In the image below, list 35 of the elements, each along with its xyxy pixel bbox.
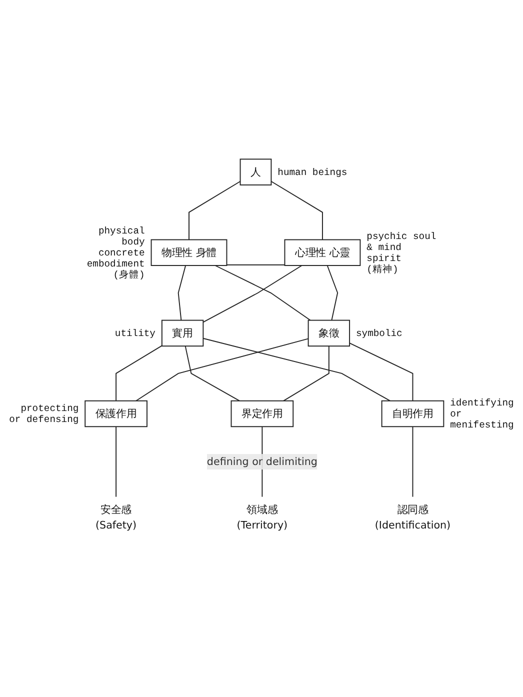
node-box: 自明作用: [381, 400, 444, 427]
side-label: (身體): [113, 269, 145, 280]
side-label: utility: [114, 328, 156, 339]
side-label: physical body concrete embodiment: [86, 225, 145, 270]
connector: [202, 264, 302, 322]
side-label: psychic soul & mind spirit: [366, 230, 436, 264]
connector: [412, 426, 414, 498]
connector: [326, 264, 338, 321]
connector: [178, 264, 186, 321]
connector: [188, 180, 241, 240]
connector: [116, 345, 162, 402]
connector: [283, 345, 330, 402]
node-box: 實用: [161, 320, 204, 346]
node-box: 界定作用: [230, 400, 294, 427]
node-text: 認同感 (Identification): [374, 503, 451, 531]
node-box: 保護作用: [84, 400, 148, 427]
connector: [184, 345, 240, 402]
node-box: 物理性 身體: [150, 239, 228, 266]
side-label: protecting or defensing: [9, 402, 79, 425]
side-label: (精神): [366, 264, 398, 275]
node-box: 人: [240, 158, 272, 186]
connector: [116, 426, 117, 498]
connector: [270, 180, 323, 240]
connector: [349, 342, 414, 402]
node-box: 心理性 心靈: [284, 239, 361, 266]
connector: [214, 264, 311, 321]
connector: [136, 338, 309, 402]
side-label: symbolic: [356, 328, 402, 339]
edge-label: defining or delimiting: [206, 455, 318, 468]
side-label: human beings: [278, 166, 348, 178]
side-label: identifying or menifesting: [450, 397, 514, 430]
node-text: 安全感 (Safety): [96, 503, 137, 531]
node-text: 領域感 (Territory): [236, 503, 288, 531]
node-box: 象徵: [308, 320, 350, 346]
connector: [202, 338, 391, 402]
